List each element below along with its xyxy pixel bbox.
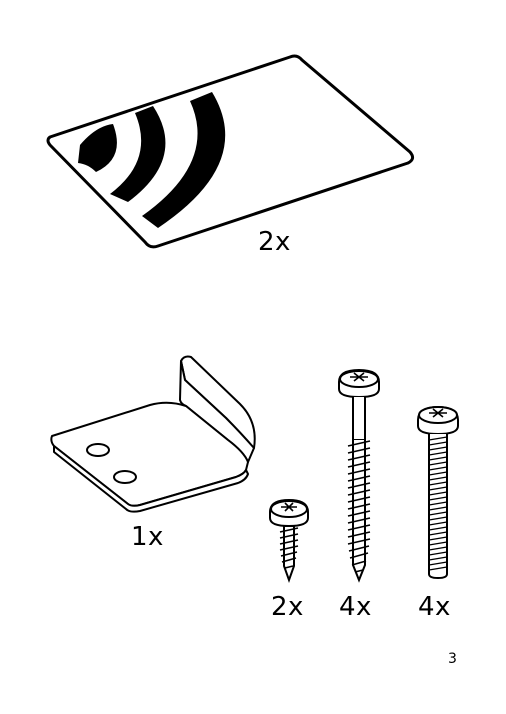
long-wood-screw-icon: [338, 368, 380, 583]
angle-bracket-icon: [50, 355, 256, 513]
quantity-label-bracket: 1x: [131, 522, 164, 552]
short-wood-screw-icon: [269, 498, 309, 583]
quantity-label-short-screw: 2x: [271, 592, 304, 622]
quantity-label-long-screw: 4x: [339, 592, 372, 622]
machine-screw-icon: [417, 405, 459, 580]
rfid-card-icon: [46, 54, 415, 249]
quantity-label-card: 2x: [258, 227, 291, 257]
quantity-label-machine-screw: 4x: [418, 592, 451, 622]
page-number: 3: [448, 651, 457, 667]
